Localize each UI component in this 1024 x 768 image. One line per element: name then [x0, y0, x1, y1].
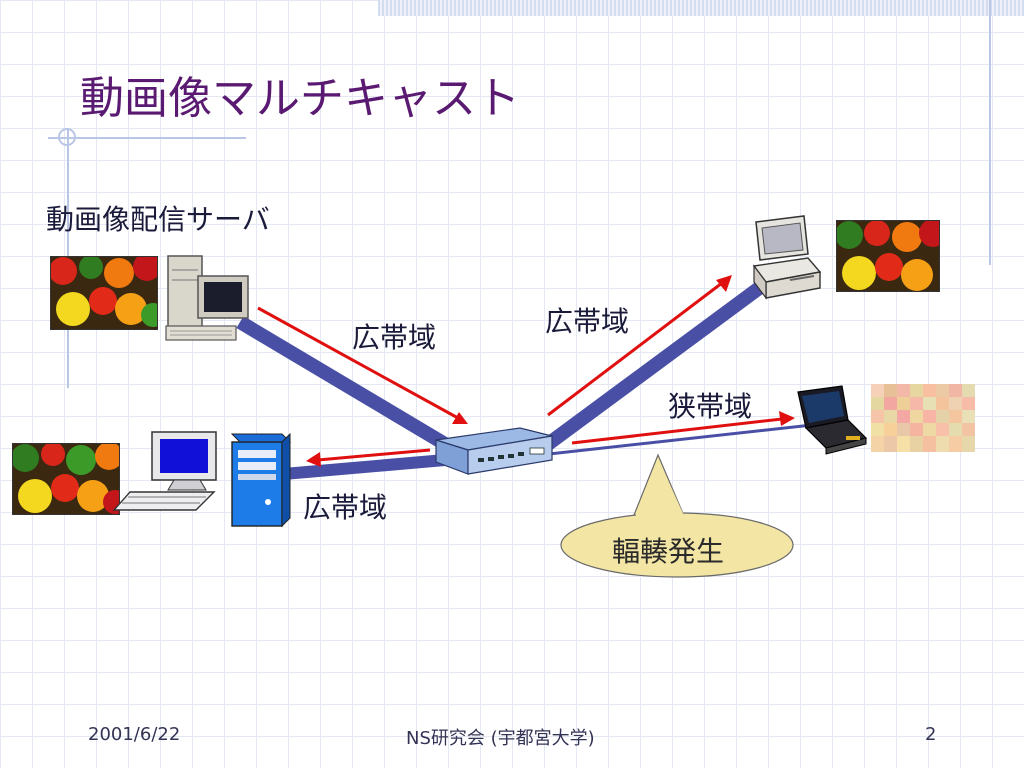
footer-center: NS研究会 (宇都宮大学) [406, 728, 595, 749]
slide-title: 動画像マルチキャスト [80, 73, 520, 124]
bandwidth-label-narrowband: 狭帯域 [668, 390, 753, 423]
vegetables-photo-server [50, 256, 158, 330]
title-circle-mark [58, 128, 76, 146]
arrowhead-icon [452, 412, 468, 424]
server-label: 動画像配信サーバ [46, 203, 270, 236]
arrowhead-icon [779, 411, 795, 426]
footer-date: 2001/6/22 [88, 724, 181, 745]
page-number: 2 [925, 724, 937, 745]
congestion-callout [560, 453, 794, 578]
arrowhead-icon [716, 275, 732, 292]
desktop-client-icon [112, 431, 217, 511]
network-hub-icon [435, 427, 553, 475]
vegetables-photo-client [12, 443, 120, 515]
flow-arrow-hub-desktop [547, 281, 723, 417]
link-hub-tower [271, 454, 446, 481]
bandwidth-label-broadband: 広帯域 [545, 305, 630, 338]
desktop-client-icon-right [752, 215, 822, 300]
vegetables-photo-desktop [836, 220, 940, 292]
laptop-client-icon [797, 385, 868, 455]
decorative-vertical-line [989, 0, 991, 265]
title-underline [48, 137, 246, 139]
link-hub-laptop [539, 423, 813, 457]
bandwidth-label-broadband: 広帯域 [303, 491, 388, 524]
link-server-hub [236, 315, 459, 457]
vegetables-photo-degraded [871, 384, 975, 452]
congestion-callout-text: 輻輳発生 [612, 535, 725, 568]
flow-arrow-server-hub [257, 306, 459, 420]
flow-arrow-hub-tower [317, 448, 431, 462]
desktop-server-icon [165, 255, 249, 341]
link-hub-desktop [535, 274, 775, 456]
top-decorative-band [378, 0, 1024, 16]
bandwidth-label-broadband: 広帯域 [352, 321, 437, 354]
arrowhead-icon [306, 452, 321, 467]
tower-client-icon [230, 432, 292, 528]
flow-arrow-hub-laptop [571, 417, 783, 445]
